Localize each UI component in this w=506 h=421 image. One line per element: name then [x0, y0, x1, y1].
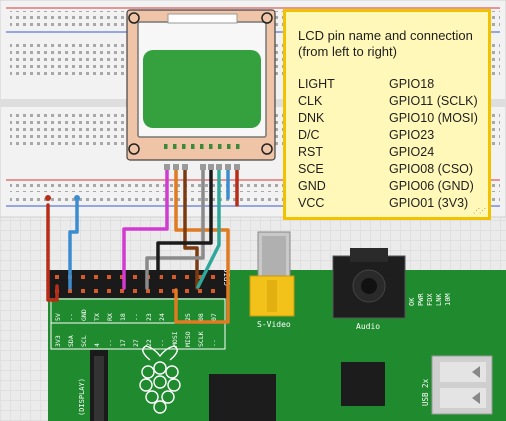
wire-gray	[145, 166, 205, 290]
wire-orange	[174, 166, 230, 324]
wire-magenta	[122, 166, 169, 290]
raspberry-logo-icon	[139, 345, 181, 414]
gpio-header	[48, 270, 229, 298]
soc-chip	[209, 374, 276, 421]
header-pin-label: 27	[132, 339, 140, 347]
header-pin-label: --	[106, 339, 114, 347]
header-pin-label: GND	[80, 309, 88, 321]
pin-name: VCC	[298, 196, 325, 210]
pin-connection: GPIO11 (SCLK)	[389, 94, 478, 108]
pin-name: DNK	[298, 111, 325, 125]
pin-connection: GPIO24	[389, 145, 435, 159]
pin-row: D/C GPIO23	[298, 127, 488, 143]
pin-row: LIGHT GPIO18	[298, 76, 488, 92]
pin-connection: GPIO23	[389, 128, 435, 142]
pin-name: CLK	[298, 94, 323, 108]
header-pin-label: 22	[145, 339, 153, 347]
pin-name: GND	[298, 179, 326, 193]
pin-connection: GPIO10 (MOSI)	[389, 111, 478, 125]
mount-hole-icon	[261, 12, 273, 24]
header-pin-label: 5V	[54, 313, 62, 321]
lcd-module	[126, 9, 276, 161]
audio-jack: Audio	[332, 248, 406, 331]
header-pin-label: 18	[119, 313, 127, 321]
header-pin-label: MISO	[184, 331, 192, 347]
header-pin-label: MOSI	[171, 331, 179, 347]
usb-ethernet-chip	[341, 362, 385, 406]
header-pin-label: --	[158, 339, 166, 347]
lcd-screen	[143, 50, 261, 128]
led-label: PWR	[417, 293, 425, 306]
header-pin-label: --	[67, 313, 75, 321]
resize-grip-icon[interactable]: ⋰⋰	[473, 208, 486, 215]
wire-teal	[196, 166, 221, 289]
pin-row: SCE GPIO08 (CSO)	[298, 161, 488, 177]
pin-name: SCE	[298, 162, 324, 176]
header-pin-label: 3V3	[54, 335, 62, 347]
pin-row: CLK GPIO11 (SCLK)	[298, 93, 488, 109]
header-pin-label: 24	[158, 313, 166, 321]
header-pin-label: --	[210, 339, 218, 347]
wire-red	[46, 203, 59, 302]
header-pin-label: 17	[119, 339, 127, 347]
led-label: LNK	[435, 293, 443, 306]
pin-connection: GPIO18	[389, 77, 435, 91]
pin-row: DNK GPIO10 (MOSI)	[298, 110, 488, 126]
header-pin-label: --	[132, 313, 140, 321]
header-pin-label: SCL	[80, 335, 88, 347]
note-title-line2: (from left to right)	[298, 44, 397, 59]
usb-connector: USB 2x	[421, 355, 493, 415]
header-pin-label: 23	[145, 313, 153, 321]
mount-hole-icon	[128, 12, 140, 24]
led-label: FDX	[426, 293, 434, 306]
pin-name: RST	[298, 145, 323, 159]
wires	[45, 164, 240, 324]
note-title: LCD pin name and connection (from left t…	[298, 28, 488, 60]
pin-row: VCC GPIO01 (3V3)	[298, 195, 488, 211]
header-pin-label: TX	[93, 313, 101, 321]
pin-connection: GPIO06 (GND)	[389, 179, 474, 193]
svideo-label: S-Video	[257, 320, 291, 329]
header-bottom-labels: 3V3 SDA SCL 4 -- 17 27 22 -- MOSI MISO SCLK --	[54, 331, 218, 347]
header-pin-label: 4	[93, 343, 101, 347]
lcd-pin-header	[164, 144, 240, 149]
pin-connection: GPIO08 (CSO)	[389, 162, 474, 176]
pin-name: LIGHT	[298, 77, 335, 91]
header-pin-label: SDA	[67, 335, 75, 347]
note-title-line1: LCD pin name and connection	[298, 28, 473, 43]
display-label: (DISPLAY)	[78, 378, 86, 416]
header-pin-label: 08	[197, 313, 205, 321]
pin-name: D/C	[298, 128, 320, 142]
display-connector: (DISPLAY)	[78, 350, 108, 421]
audio-label: Audio	[356, 322, 380, 331]
header-pin-label: 25	[184, 313, 192, 321]
pin-row: RST GPIO24	[298, 144, 488, 160]
header-pin-label: RX	[106, 313, 114, 321]
led-label: OK	[408, 297, 416, 306]
mount-hole-icon	[128, 143, 140, 155]
pin-connection: GPIO01 (3V3)	[389, 196, 469, 210]
header-pin-label: SCLK	[197, 331, 205, 347]
pin-row: GND GPIO06 (GND)	[298, 178, 488, 194]
mount-hole-icon	[261, 143, 273, 155]
usb-label: USB 2x	[421, 378, 430, 406]
pin-mapping-note: LCD pin name and connection (from left t…	[283, 9, 491, 220]
wire-brown	[183, 166, 199, 290]
header-pin-label: 07	[210, 313, 218, 321]
raspberry-pi-board: 5V -- GND TX RX 18 -- 23 24 -- 25 08 07 3V3 SDA SCL 4 --…	[48, 231, 506, 421]
svideo-connector: S-Video	[249, 231, 295, 329]
wire-blue	[68, 196, 79, 290]
led-label: 10M	[444, 293, 452, 306]
wire-black	[156, 166, 213, 280]
